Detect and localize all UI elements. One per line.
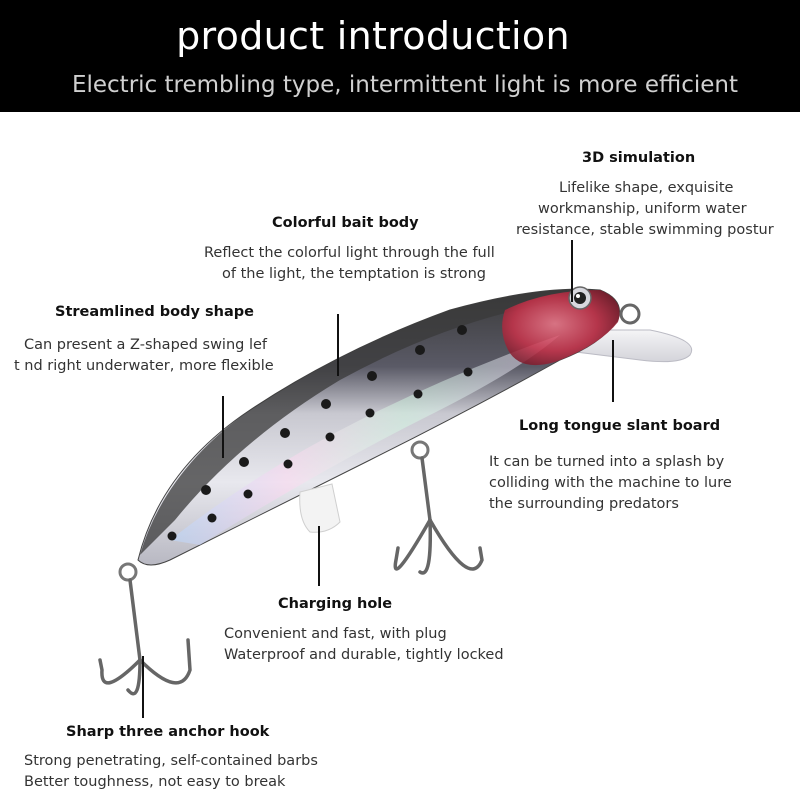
page-title: product introduction: [176, 14, 570, 58]
feature-desc-tongue-board-2: colliding with the machine to lure: [489, 475, 732, 491]
leader-line-body-shape: [222, 396, 224, 458]
feature-title-anchor-hook: Sharp three anchor hook: [66, 724, 270, 740]
leader-line-charging-hole: [318, 526, 320, 586]
feature-title-bait-body: Colorful bait body: [272, 215, 419, 231]
header-banner: product introduction Electric trembling …: [0, 0, 800, 112]
leader-line-simulation: [571, 240, 573, 302]
feature-desc-charging-hole-2: Waterproof and durable, tightly locked: [224, 647, 504, 663]
feature-desc-simulation-3: resistance, stable swimming postur: [516, 222, 774, 238]
feature-desc-bait-body-2: of the light, the temptation is strong: [222, 266, 486, 282]
feature-title-body-shape: Streamlined body shape: [55, 304, 254, 320]
page-subtitle: Electric trembling type, intermittent li…: [71, 72, 739, 98]
leader-line-tongue-board: [612, 340, 614, 402]
leader-line-bait-body: [337, 314, 339, 376]
feature-desc-anchor-hook-1: Strong penetrating, self-contained barbs: [24, 753, 318, 769]
feature-desc-anchor-hook-2: Better toughness, not easy to break: [24, 774, 286, 790]
feature-title-tongue-board: Long tongue slant board: [519, 418, 721, 434]
feature-desc-body-shape-1: Can present a Z-shaped swing lef: [24, 337, 268, 353]
feature-title-simulation: 3D simulation: [582, 150, 696, 166]
feature-desc-bait-body-1: Reflect the colorful light through the f…: [204, 245, 495, 261]
feature-title-charging-hole: Charging hole: [278, 596, 393, 612]
feature-desc-charging-hole-1: Convenient and fast, with plug: [224, 626, 447, 642]
feature-desc-simulation-1: Lifelike shape, exquisite: [559, 180, 734, 196]
feature-desc-body-shape-2: t nd right underwater, more flexible: [14, 358, 274, 374]
feature-desc-simulation-2: workmanship, uniform water: [538, 201, 747, 217]
feature-desc-tongue-board-3: the surrounding predators: [489, 496, 679, 512]
leader-line-anchor-hook: [142, 656, 144, 718]
feature-desc-tongue-board-1: It can be turned into a splash by: [489, 454, 725, 470]
